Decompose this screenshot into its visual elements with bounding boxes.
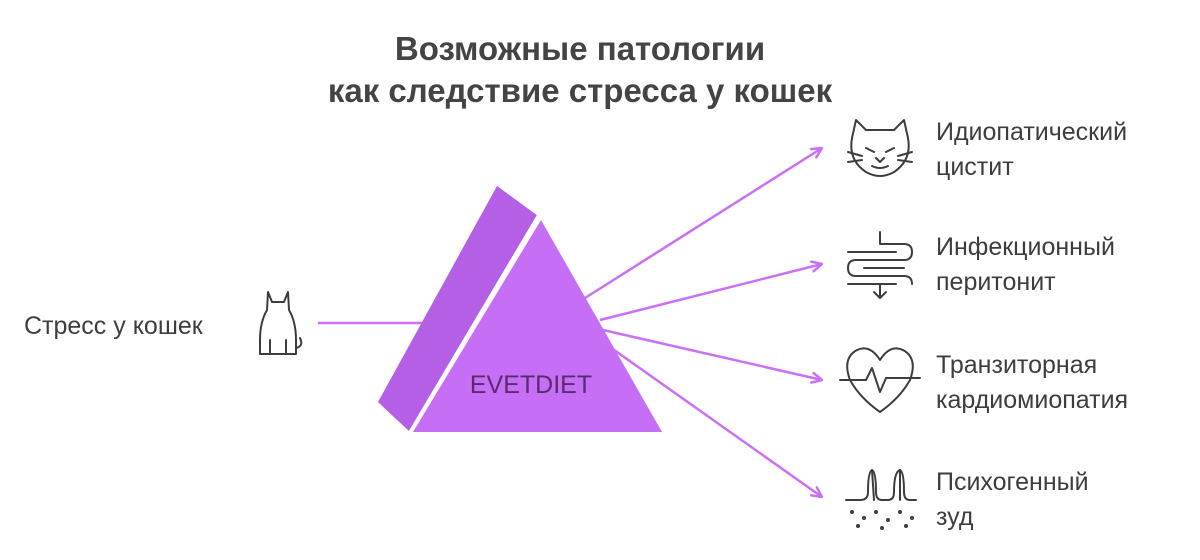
cat-face-icon [847, 119, 913, 177]
skin-hair-icon [845, 469, 917, 530]
input-label: Стресс у кошек [24, 312, 203, 340]
output-ray-4 [599, 338, 822, 497]
output-ray-1 [584, 148, 822, 300]
output-label-1-line-1: Идиопатический [936, 118, 1128, 146]
output-label-4: Психогенный зуд [936, 465, 1089, 535]
prism-front-face [413, 220, 662, 432]
output-label-1: Идиопатический цистит [936, 115, 1127, 185]
output-label-2: Инфекционный перитонит [936, 230, 1115, 300]
output-label-3-line-1: Транзиторная [936, 351, 1098, 379]
output-ray-3 [602, 328, 822, 380]
intestine-icon [847, 231, 913, 299]
heart-pulse-icon [839, 347, 921, 413]
title-line-1: Возможные патологии [394, 30, 766, 67]
output-label-3-line-2: кардиомиопатия [936, 386, 1129, 414]
title-line-2: как следствие стресса у кошек [327, 72, 833, 109]
output-label-3: Транзиторная кардиомиопатия [936, 348, 1128, 418]
prism-edge [408, 215, 540, 433]
output-label-2-line-2: перитонит [936, 268, 1056, 296]
output-label-2-line-1: Инфекционный [936, 233, 1115, 261]
prism-side-face [378, 186, 538, 432]
prism-label: EVETDIET [470, 371, 592, 399]
output-label-4-line-1: Психогенный [936, 468, 1089, 496]
prism: EVETDIET [378, 186, 662, 433]
output-ray-2 [599, 264, 822, 322]
output-label-1-line-2: цистит [936, 153, 1014, 181]
diagram-title: Возможные патологии как следствие стресс… [0, 28, 1160, 112]
cat-sitting-icon [259, 291, 303, 355]
output-label-4-line-2: зуд [936, 503, 974, 531]
